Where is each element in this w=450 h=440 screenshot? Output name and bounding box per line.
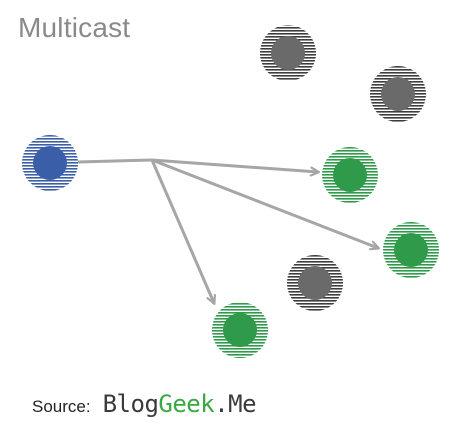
sender-node — [22, 135, 78, 191]
source-footer: Source: BlogGeek.Me — [32, 390, 257, 418]
brand-part-me: .Me — [214, 390, 257, 418]
arrow-to-receiver-1 — [151, 158, 318, 172]
arrow-to-receiver-2 — [151, 158, 378, 248]
brand-part-geek: Geek — [158, 390, 215, 418]
brand-part-blog: Blog — [102, 390, 159, 418]
arrows — [77, 158, 378, 303]
idle-node-1 — [260, 25, 316, 81]
receiver-node-2 — [383, 222, 439, 278]
receiver-node-3 — [212, 302, 268, 358]
idle-node-2 — [370, 66, 426, 122]
receiver-node-1 — [322, 147, 378, 203]
source-label: Source: — [32, 397, 91, 416]
brand-logo: BlogGeek.Me — [102, 390, 257, 418]
diagram-title: Multicast — [18, 12, 131, 43]
arrow-trunk — [77, 158, 153, 164]
arrow-to-receiver-3 — [150, 159, 214, 303]
idle-node-3 — [287, 255, 343, 311]
